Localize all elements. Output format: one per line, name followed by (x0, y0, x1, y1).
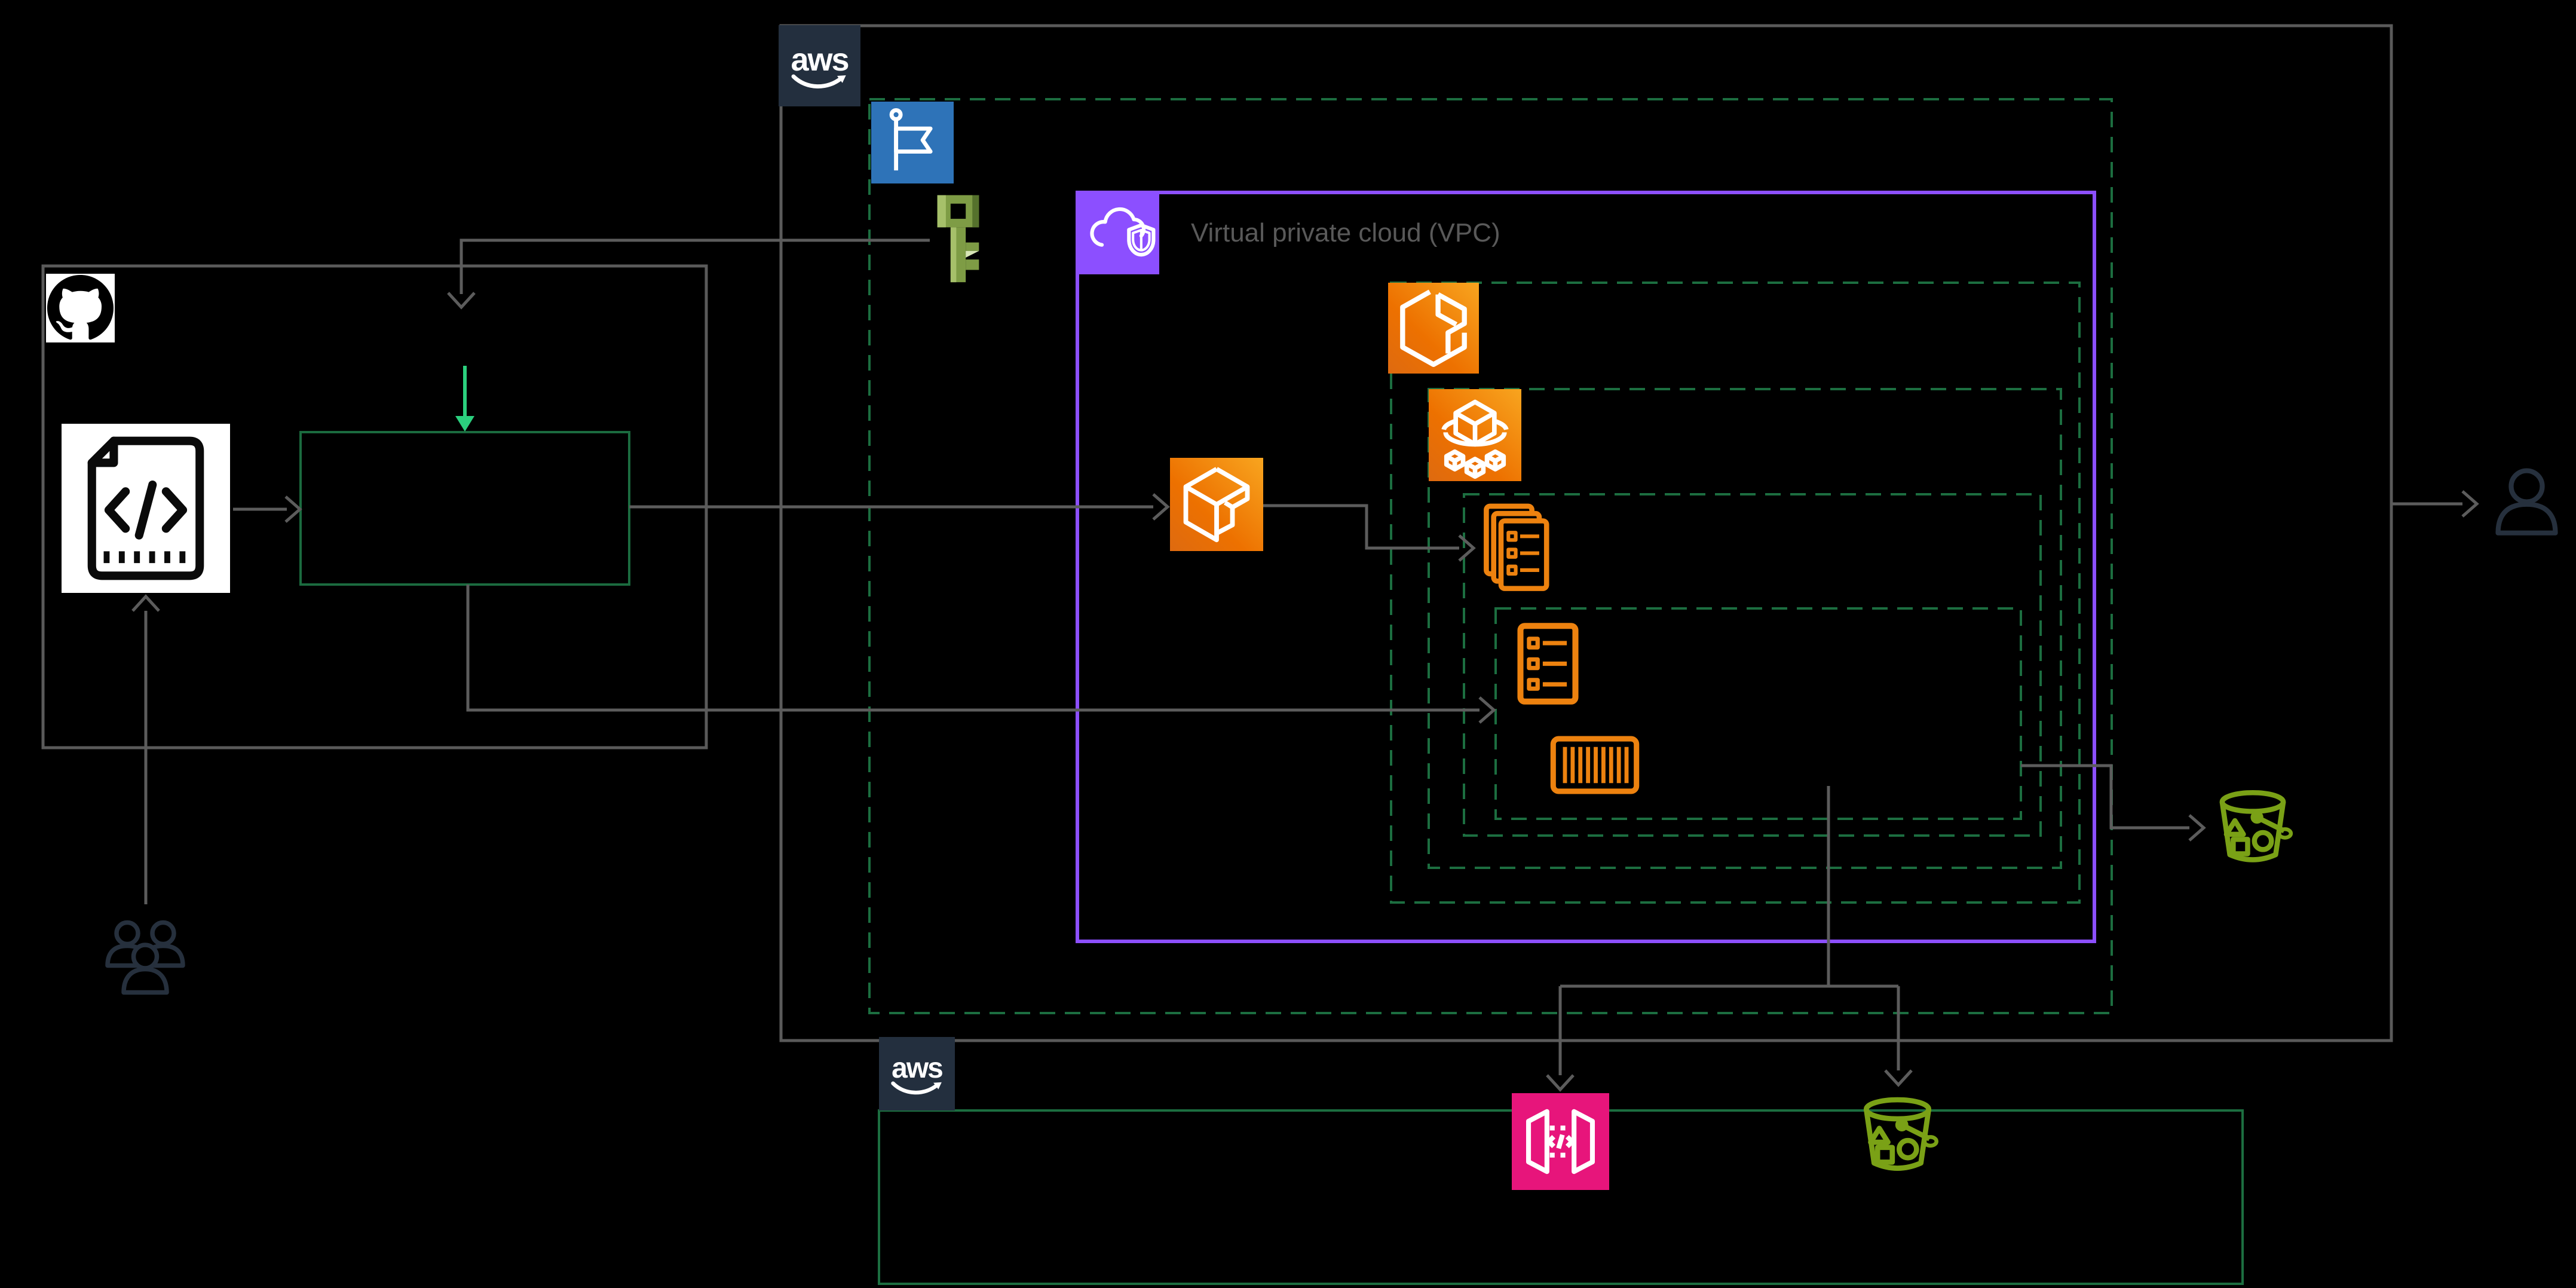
aws-wordmark: aws (791, 42, 849, 78)
arrowhead (131, 594, 160, 612)
ecs-tasks-icon (1482, 503, 1555, 593)
s3-bucket-icon (1854, 1089, 1941, 1182)
ecs-task-definition-icon (1514, 619, 1582, 708)
ecs-service-box (1428, 388, 2062, 869)
ecs-cluster-icon (1388, 283, 1479, 374)
arrowhead (1884, 1069, 1913, 1087)
flag-icon (871, 102, 954, 183)
vpc-icon (1077, 192, 1159, 274)
arrow-task-to-bottom (1558, 786, 1900, 1075)
ecs-service-icon (1429, 389, 1521, 481)
aws-cloud-box (779, 24, 2393, 1042)
arrowhead (1152, 493, 1170, 521)
arrowhead (1546, 1074, 1575, 1092)
arrowhead (2461, 490, 2479, 518)
aws-smile-icon (791, 74, 846, 89)
users-icon (100, 910, 190, 1000)
vpc-box (1076, 191, 2096, 943)
build-step-box (299, 431, 630, 586)
code-file-icon (62, 424, 230, 593)
aws-wordmark: aws (892, 1052, 944, 1084)
region-box (868, 98, 2113, 1014)
access-key-icon (930, 191, 987, 290)
ecr-image-icon (1170, 458, 1263, 551)
arrow-ecr-to-tasks (1263, 504, 1459, 550)
arrowhead (2188, 814, 2206, 842)
vpc-label: Virtual private cloud (VPC) (1191, 218, 1500, 247)
api-gateway-icon (1512, 1093, 1609, 1190)
aws-smile-icon (891, 1081, 942, 1094)
ecs-tasks-box (1463, 493, 2042, 837)
arrowhead (1478, 696, 1496, 724)
aws-logo: aws (879, 1037, 955, 1110)
github-octocat-icon (47, 275, 114, 340)
arrowhead (284, 495, 302, 523)
s3-bucket-icon (2210, 779, 2295, 876)
container-icon (1549, 735, 1640, 795)
aws-logo: aws (779, 25, 860, 106)
arrow-build-to-task (466, 585, 1480, 712)
ecs-task-box (1494, 607, 2022, 820)
green-trigger-arrowhead (455, 416, 474, 432)
arrow-task-to-s3 (2021, 764, 2189, 830)
arrowhead (447, 292, 476, 310)
arrow-key-to-github (460, 238, 930, 294)
user-icon (2486, 457, 2568, 548)
github-logo (46, 274, 115, 342)
arrowhead (1458, 534, 1476, 562)
